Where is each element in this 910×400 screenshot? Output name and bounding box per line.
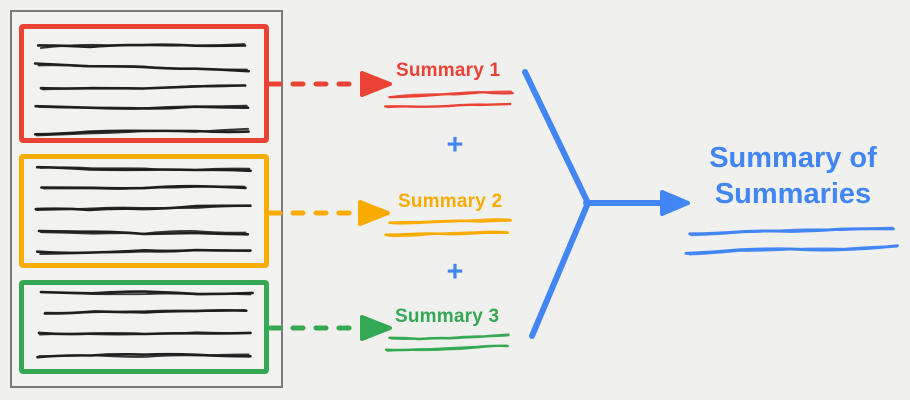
summary-3-underline-scribble xyxy=(384,333,510,352)
document-section-green xyxy=(19,280,269,374)
arrowhead-blue-icon xyxy=(660,190,690,216)
arrowhead-green-icon xyxy=(360,315,392,341)
merge-arrow-icon xyxy=(522,69,690,339)
arrowhead-orange-icon xyxy=(358,200,390,226)
source-document xyxy=(10,10,283,388)
summary-of-summaries-title: Summary of Summaries xyxy=(709,142,877,210)
summary-1-underline-scribble xyxy=(384,90,514,109)
plus-icon-bottom: + xyxy=(446,256,464,288)
document-text-scribbles xyxy=(33,43,254,359)
arrowhead-red-icon xyxy=(360,71,392,97)
summary-2-label: Summary 2 xyxy=(398,191,503,212)
summary-3-label: Summary 3 xyxy=(395,306,500,327)
summary-2-underline-scribble xyxy=(384,218,512,237)
plus-icon-top: + xyxy=(446,129,464,161)
dashed-arrow-orange-icon xyxy=(267,200,390,226)
final-summary-scribble xyxy=(684,226,899,256)
dashed-arrow-red-icon xyxy=(267,71,392,97)
dashed-arrow-green-icon xyxy=(267,315,392,341)
document-section-red xyxy=(19,24,269,143)
document-section-orange xyxy=(19,154,269,268)
summary-1-label: Summary 1 xyxy=(396,60,501,81)
